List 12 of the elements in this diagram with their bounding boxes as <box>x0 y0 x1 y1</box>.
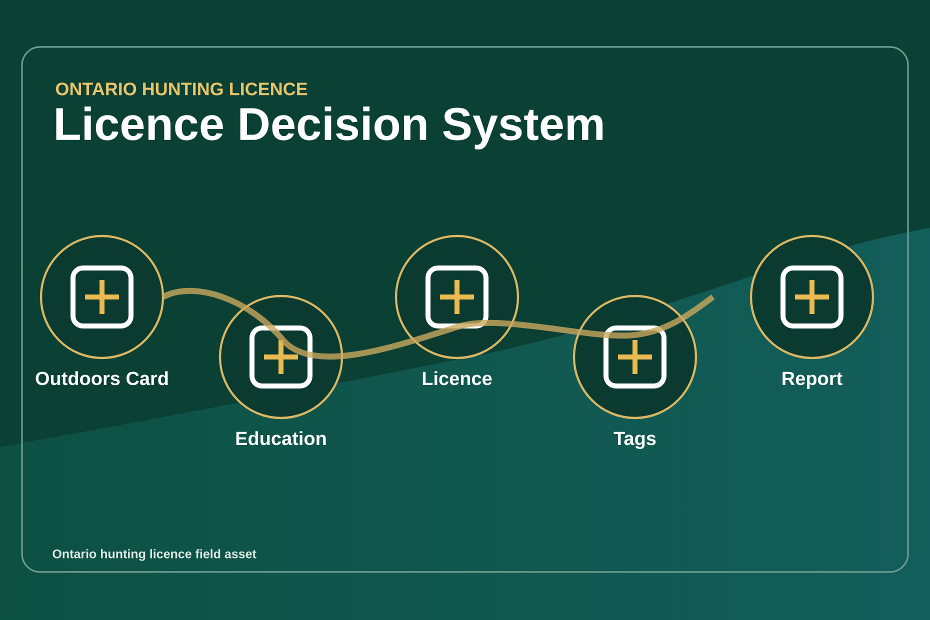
caption: Ontario hunting licence field asset <box>52 549 256 561</box>
step-label: Outdoors Card <box>36 371 168 386</box>
title: Licence Decision System <box>56 106 603 150</box>
step-label: Tags <box>614 432 656 450</box>
step-label: Report <box>782 372 842 389</box>
curved-line <box>634 294 715 338</box>
kicker-label: ONTARIO HUNTING LICENCE <box>56 82 308 96</box>
step-label: Education <box>236 431 326 446</box>
step-label: Licence <box>422 371 492 386</box>
curved-line <box>281 324 458 360</box>
curved-line <box>456 320 636 339</box>
curved-line <box>162 288 286 342</box>
